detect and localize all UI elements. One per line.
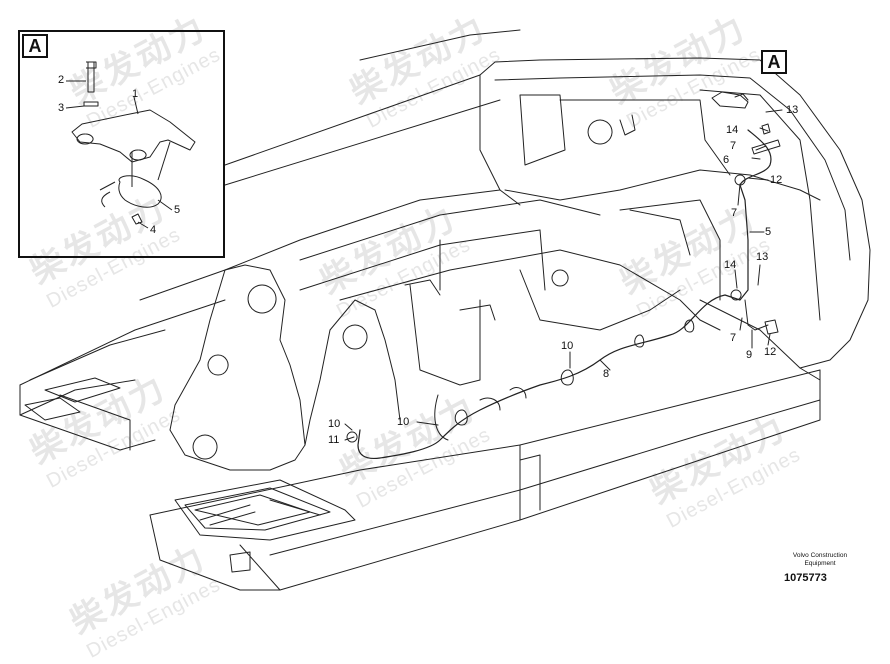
footer: Volvo Construction Equipment 1075773 [770, 552, 870, 584]
drawing-number: 1075773 [784, 572, 827, 584]
tray [174, 479, 356, 541]
counterweight-outline [479, 57, 871, 369]
harness-cable [357, 129, 772, 460]
left-beam [19, 299, 226, 386]
callout-11: 11 [328, 434, 340, 446]
callout-7-low: 7 [730, 332, 737, 344]
callout-5: 5 [765, 226, 772, 238]
callout-12-low: 12 [764, 346, 777, 358]
inset-label: A [22, 34, 48, 58]
inset-callout-5: 5 [174, 204, 181, 216]
inset-callout-4: 4 [150, 224, 157, 236]
lower-beam [149, 369, 821, 516]
inset-callout-2: 2 [58, 74, 65, 86]
callout-13-top: 13 [786, 104, 799, 116]
brand-line-2: Equipment [804, 560, 836, 567]
callout-13-mid: 13 [756, 251, 769, 263]
callout-12-top: 12 [770, 174, 783, 186]
inset-bracket [71, 109, 196, 163]
view-label: A [761, 50, 787, 74]
boom-mount [224, 264, 306, 471]
callout-7-top: 7 [730, 140, 737, 152]
callout-8: 8 [603, 368, 610, 380]
callout-14-top: 14 [726, 124, 739, 136]
inset-clamp [118, 175, 162, 208]
brand-line-1: Volvo Construction [792, 552, 848, 559]
callout-10-mid: 10 [397, 416, 410, 428]
callout-14-mid: 14 [724, 259, 737, 271]
callout-10-left: 10 [328, 418, 341, 430]
inset-callout-3: 3 [58, 102, 65, 114]
callout-10-right: 10 [561, 340, 574, 352]
inset-bolt [87, 61, 95, 93]
bracket [711, 91, 749, 109]
frame-drawing [19, 29, 871, 591]
callout-7-mid: 7 [731, 207, 738, 219]
inset-callout-1: 1 [132, 88, 139, 100]
detail-inset: A 1 2 3 4 5 [18, 30, 225, 258]
callout-6: 6 [723, 154, 730, 166]
inset-drawing [65, 61, 196, 229]
callout-9: 9 [746, 349, 753, 361]
